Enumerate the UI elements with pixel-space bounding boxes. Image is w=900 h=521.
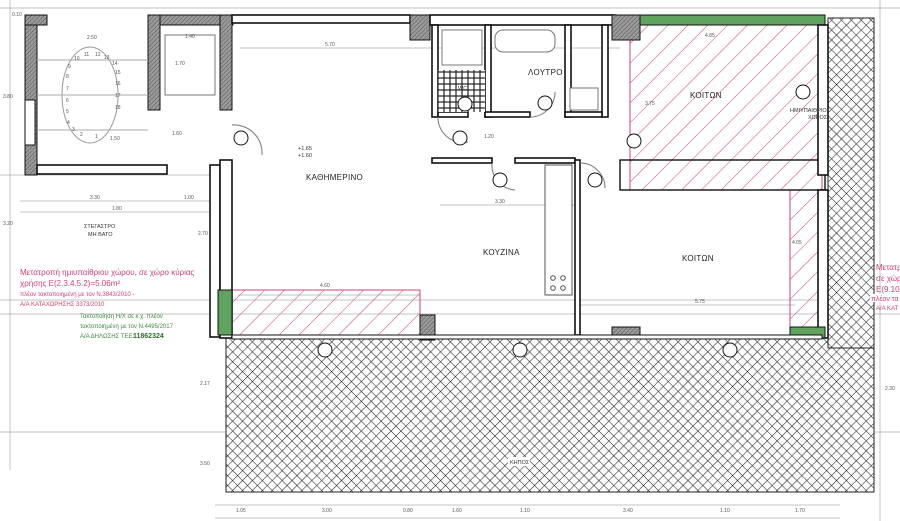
level-mark-1: +1.65 [298, 146, 312, 152]
svg-text:Ε(9.10.: Ε(9.10. [876, 285, 900, 294]
svg-text:4.85: 4.85 [705, 33, 715, 39]
semi-open-label-1: ΗΜΙΥΠΑΙΘΡΙΟΣ [790, 108, 831, 114]
svg-text:2: 2 [80, 132, 83, 138]
svg-text:1.50: 1.50 [110, 136, 120, 142]
svg-text:2.50: 2.50 [87, 35, 97, 41]
svg-text:10: 10 [74, 56, 80, 62]
room-label-bedroom-1: ΚΟΙΤΩΝ [690, 91, 722, 100]
svg-text:Α/Α ΚΑΤ: Α/Α ΚΑΤ [876, 306, 899, 312]
svg-text:1.70: 1.70 [795, 508, 805, 514]
svg-text:3.40: 3.40 [623, 508, 633, 514]
svg-text:1.60: 1.60 [452, 508, 462, 514]
dimension-labels: 2.50 5.70 1.40 1.70 0.10 1.60 1.50 3.30 … [3, 12, 895, 514]
svg-text:Μετατρ: Μετατρ [876, 263, 900, 272]
svg-text:χρήσης Ε(2.3.4.5.2)=5.06m²: χρήσης Ε(2.3.4.5.2)=5.06m² [20, 279, 120, 288]
svg-text:Τακτοποίηση Η/Χ σε κ.χ. πλέον: Τακτοποίηση Η/Χ σε κ.χ. πλέον [80, 313, 163, 320]
svg-text:3.75: 3.75 [645, 101, 655, 107]
svg-text:1.10: 1.10 [720, 508, 730, 514]
svg-text:πλέον τακτοποιημένη με τον Ν.3: πλέον τακτοποιημένη με τον Ν.3843/2010 - [20, 291, 134, 298]
garden-hatch [225, 337, 875, 493]
svg-text:1.10: 1.10 [520, 508, 530, 514]
svg-text:1.60: 1.60 [172, 131, 182, 137]
svg-text:9: 9 [68, 64, 71, 70]
room-label-bedroom-2: ΚΟΙΤΩΝ [682, 254, 714, 263]
legalization-note-right: Μετατρ σε χώρ Ε(9.10. πλέον τα Α/Α ΚΑΤ [870, 263, 900, 312]
level-mark-2: +1.60 [298, 153, 312, 159]
svg-text:1: 1 [95, 134, 98, 140]
legalization-note-pink: Μετατροπή ημιυπαίθριου χώρου, σε χώρο κύ… [20, 268, 195, 308]
svg-text:12: 12 [95, 52, 101, 58]
svg-text:3.80: 3.80 [3, 94, 13, 100]
walls [24, 14, 829, 341]
legalization-note-green: Τακτοποίηση Η/Χ σε κ.χ. πλέον τακτοποιημ… [80, 313, 174, 340]
svg-text:Μετατροπή ημιυπαίθριου χώρου,: Μετατροπή ημιυπαίθριου χώρου, σε χώρο κύ… [20, 268, 195, 277]
svg-text:18: 18 [115, 105, 121, 111]
room-label-living: ΚΑΘΗΜΕΡΙΝΟ [306, 173, 363, 182]
svg-text:17: 17 [115, 93, 121, 99]
room-label-wc: WC [458, 86, 467, 92]
svg-text:11862324: 11862324 [133, 333, 164, 340]
svg-text:3.20: 3.20 [3, 221, 13, 227]
svg-text:1.40: 1.40 [185, 34, 195, 40]
svg-text:1.00: 1.00 [184, 195, 194, 201]
svg-text:3.00: 3.00 [322, 508, 332, 514]
svg-text:5: 5 [66, 109, 69, 115]
svg-text:5.70: 5.70 [325, 42, 335, 48]
svg-text:2.17: 2.17 [200, 381, 210, 387]
svg-text:4.05: 4.05 [792, 240, 802, 246]
room-label-kitchen: ΚΟΥΖΙΝΑ [483, 248, 520, 257]
svg-text:2.70: 2.70 [198, 231, 208, 237]
svg-text:7: 7 [66, 86, 69, 92]
side-garden-hatch [827, 17, 875, 349]
svg-text:Α/Α ΚΑΤΑΧΩΡΗΣΗΣ 3373/2010: Α/Α ΚΑΤΑΧΩΡΗΣΗΣ 3373/2010 [20, 302, 105, 308]
svg-text:13: 13 [104, 55, 110, 61]
svg-text:14: 14 [112, 61, 118, 67]
svg-text:3: 3 [72, 127, 75, 133]
svg-text:4: 4 [67, 120, 70, 126]
svg-text:16: 16 [115, 81, 121, 87]
svg-text:5.75: 5.75 [695, 299, 705, 305]
door-tags [233, 84, 811, 358]
svg-text:1.70: 1.70 [175, 61, 185, 67]
svg-text:3.30: 3.30 [90, 195, 100, 201]
svg-text:1.80: 1.80 [112, 206, 122, 212]
svg-text:Α/Α ΔΗΛΩΣΗΣ ΤΕΕ:: Α/Α ΔΗΛΩΣΗΣ ΤΕΕ: [80, 334, 134, 340]
canopy-label-2: ΜΗ ΒΑΤΟ [88, 232, 113, 238]
semi-open-label-2: ΧΩΡΟΣ [808, 115, 828, 121]
svg-text:15: 15 [115, 70, 121, 76]
converted-area-bedroom [629, 24, 823, 191]
converted-area-living [231, 289, 421, 337]
svg-text:8: 8 [66, 74, 69, 80]
svg-text:0.80: 0.80 [403, 508, 413, 514]
svg-text:3.50: 3.50 [200, 461, 210, 467]
svg-text:4.60: 4.60 [320, 283, 330, 289]
svg-text:0.10: 0.10 [12, 12, 22, 18]
svg-text:6: 6 [66, 98, 69, 104]
room-label-bath: ΛΟΥΤΡΟ [528, 68, 563, 77]
svg-text:πλέον τα: πλέον τα [871, 295, 899, 303]
canopy-label-1: ΣΤΕΓΑΣΤΡΟ [84, 224, 116, 230]
svg-text:2.30: 2.30 [885, 386, 895, 392]
svg-text:1.20: 1.20 [484, 134, 494, 140]
svg-text:3.30: 3.30 [495, 199, 505, 205]
svg-text:11: 11 [84, 52, 89, 58]
svg-text:τακτοποιημένη με τον Ν.4495/20: τακτοποιημένη με τον Ν.4495/2017 [80, 323, 174, 330]
garden-label: ΚΗΠΟΣ [510, 460, 530, 466]
svg-text:1.05: 1.05 [236, 508, 246, 514]
svg-text:σε χώρ: σε χώρ [876, 274, 900, 283]
